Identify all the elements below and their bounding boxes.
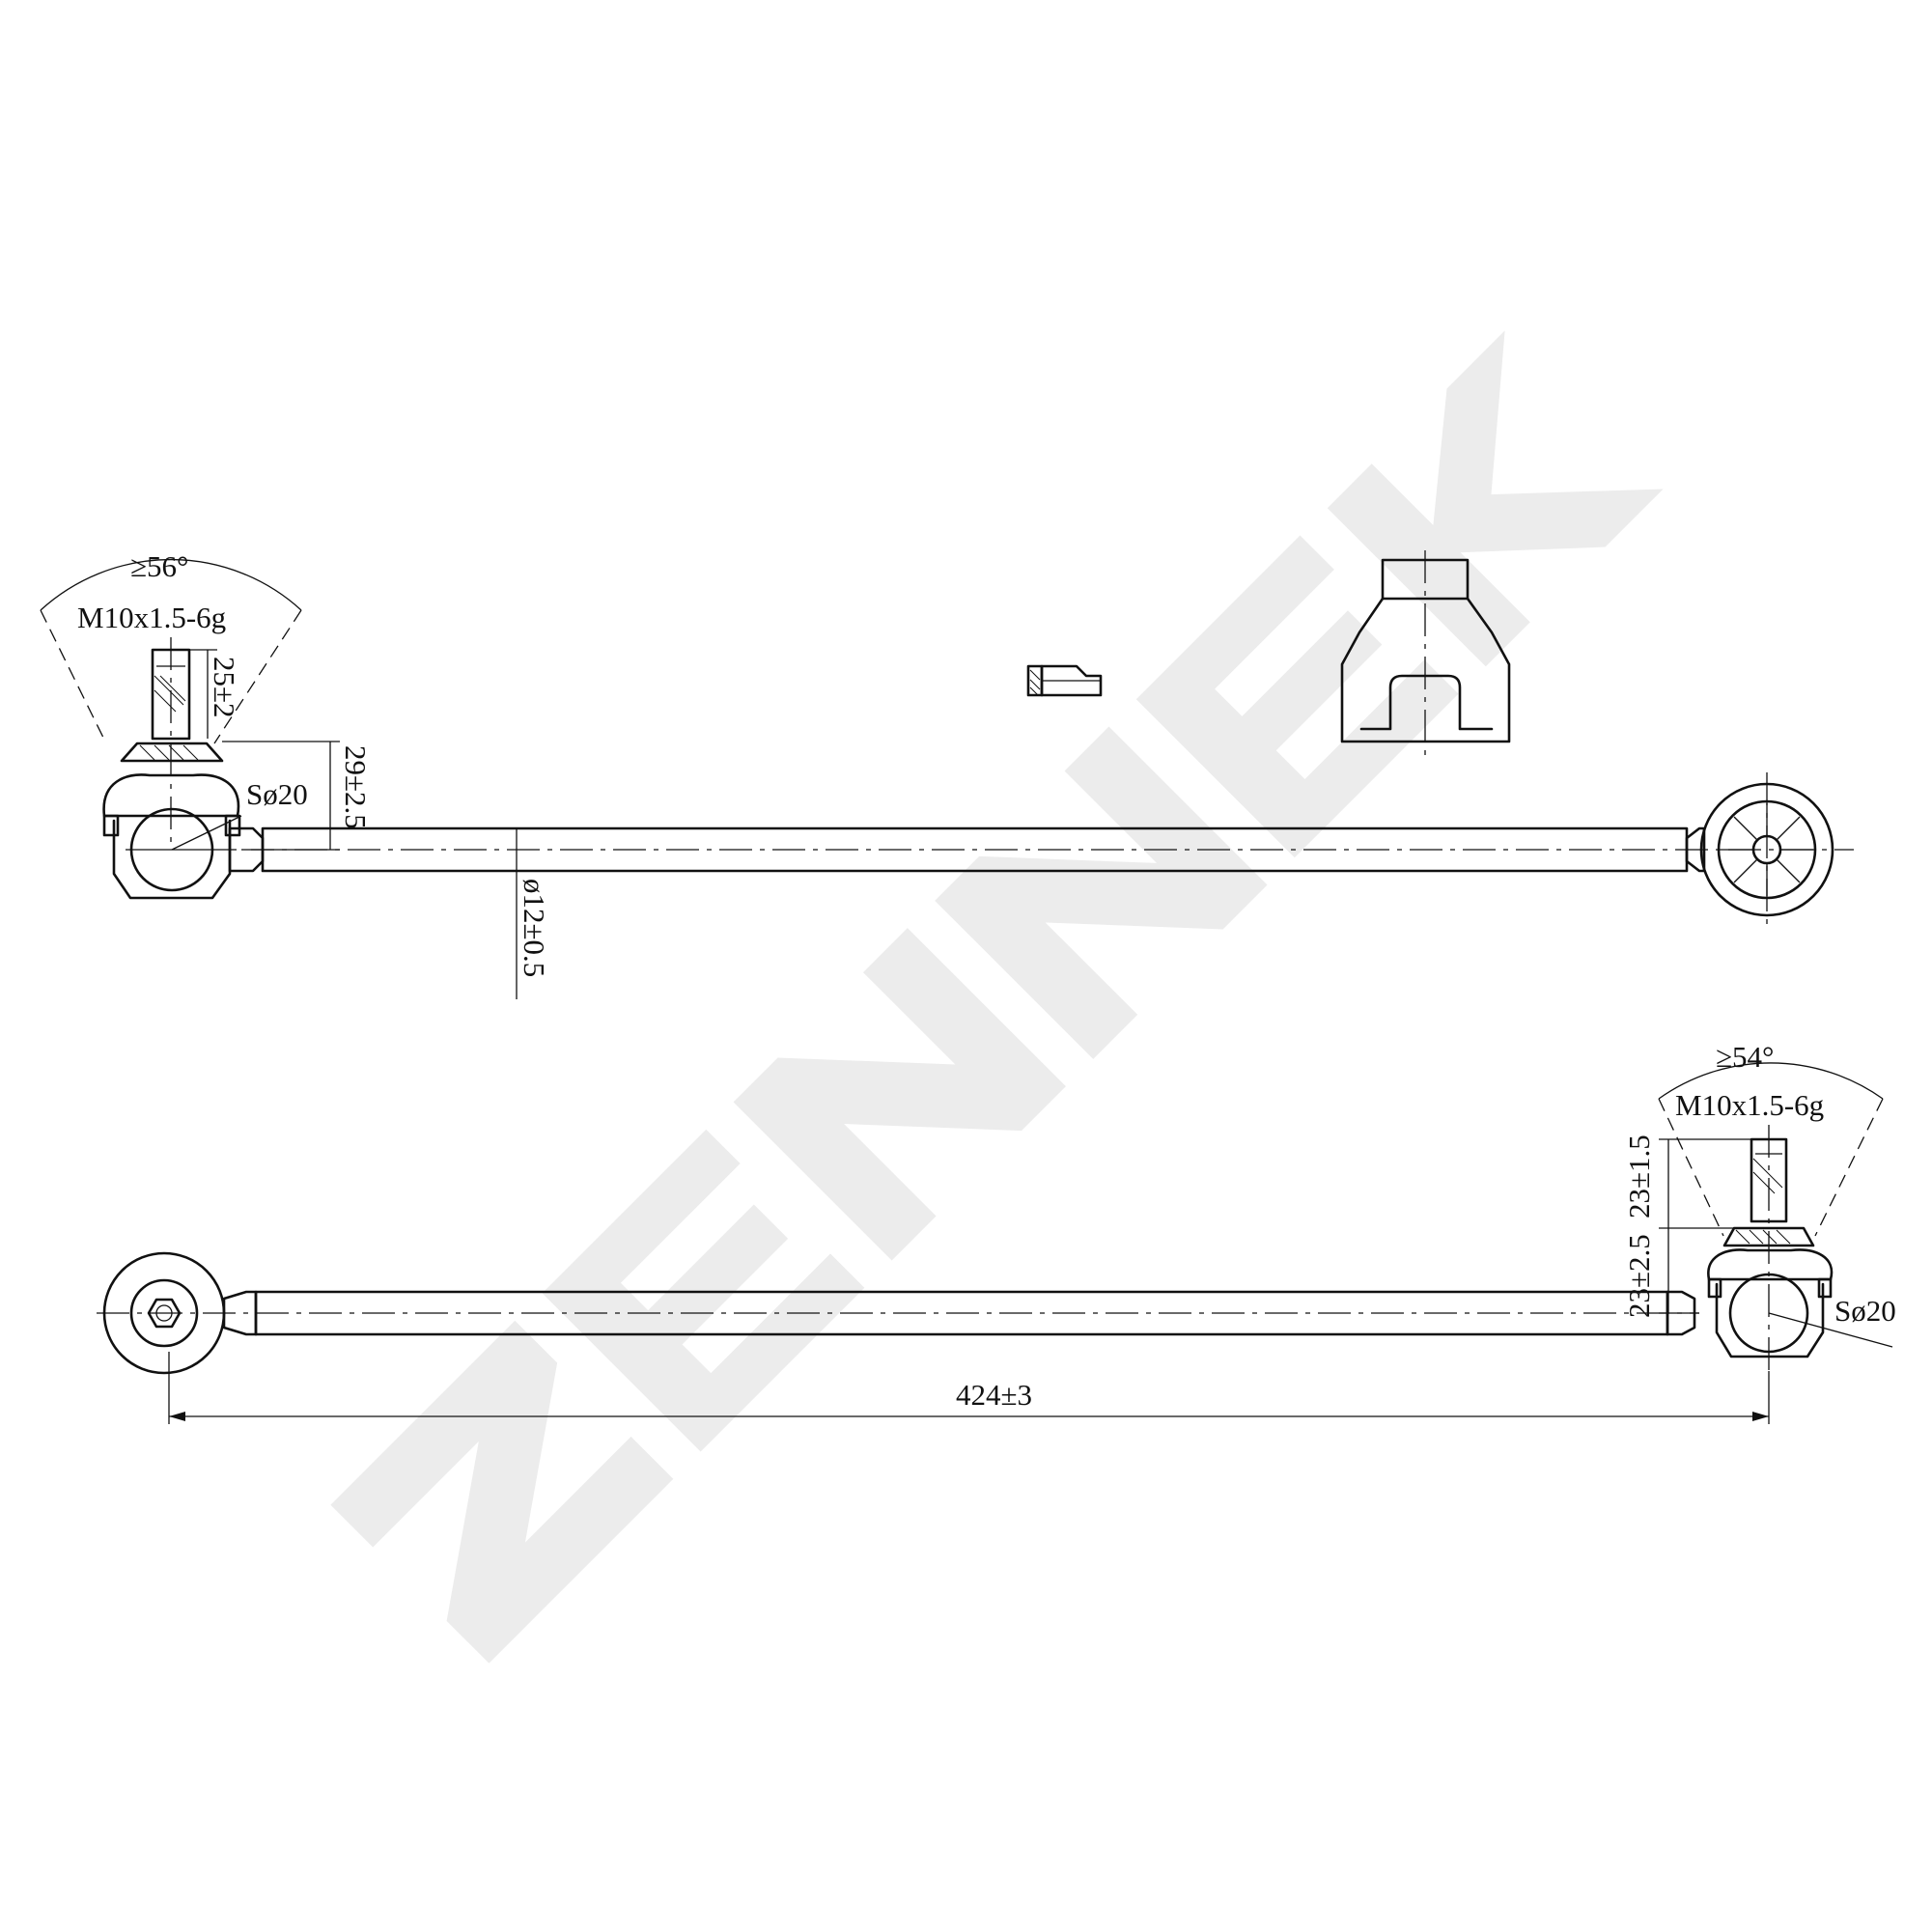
- bottom-view: ≥54° M10x1.5-6g Sø20 23±1.5 23±2.5: [97, 1040, 1896, 1424]
- top-thread-label: M10x1.5-6g: [77, 601, 226, 634]
- boot-cap-icon: [1340, 550, 1511, 758]
- watermark-letter-z: [330, 1320, 674, 1664]
- bottom-angle-arc: [1658, 1062, 1884, 1100]
- top-boot-clip-left: [102, 814, 120, 837]
- bottom-housing: [1715, 1282, 1825, 1358]
- length-dim-arrow-right: [1752, 1412, 1769, 1421]
- bottom-ball-leader: [1768, 1312, 1893, 1348]
- top-angle-arc: [40, 558, 302, 611]
- bottom-ball: [1728, 1273, 1809, 1354]
- watermark-letter-n1: [733, 928, 1066, 1261]
- top-ball-label: Sø20: [246, 777, 308, 811]
- bottom-height-label: 23±2.5: [1622, 1234, 1656, 1318]
- top-angle-ray-left: [40, 609, 107, 744]
- top-height-label: 29±2.5: [339, 745, 373, 829]
- bottom-stud-length-label: 23±1.5: [1622, 1134, 1656, 1218]
- zennek-watermark-logo: [330, 330, 1664, 1664]
- watermark-letter-n2: [935, 726, 1268, 1059]
- top-angle-ray-right: [213, 609, 302, 744]
- length-label: 424±3: [956, 1378, 1032, 1412]
- top-stud-length-label: 25±2: [208, 657, 241, 718]
- bottom-angle-label: ≥54°: [1716, 1040, 1774, 1074]
- watermark-letter-k: [1327, 330, 1664, 667]
- watermark-letter-e1: [542, 1129, 865, 1452]
- nut-icon: [1026, 664, 1103, 697]
- length-dim-arrow-left: [169, 1412, 185, 1421]
- top-rod-diameter-label: ø12±0.5: [518, 879, 551, 977]
- top-boot-clip-right: [224, 814, 241, 837]
- watermark-letter-e2: [1135, 535, 1459, 858]
- top-view: ≥56° M10x1.5-6g 25±2 Sø20 29±2.5: [40, 549, 1854, 999]
- bottom-rod-neck-right: [1666, 1290, 1696, 1336]
- bottom-flange: [1722, 1226, 1815, 1247]
- bottom-eye-inner: [129, 1278, 199, 1348]
- top-boot: [102, 773, 240, 818]
- top-angle-label: ≥56°: [130, 549, 188, 583]
- bottom-ball-label: Sø20: [1834, 1294, 1896, 1328]
- top-flange: [120, 742, 224, 763]
- bottom-thread-label: M10x1.5-6g: [1675, 1088, 1824, 1122]
- bottom-eye-hex: [147, 1298, 182, 1329]
- top-stud-hatch: [154, 675, 186, 713]
- bottom-boot: [1707, 1248, 1834, 1281]
- top-ball-leader: [171, 815, 242, 851]
